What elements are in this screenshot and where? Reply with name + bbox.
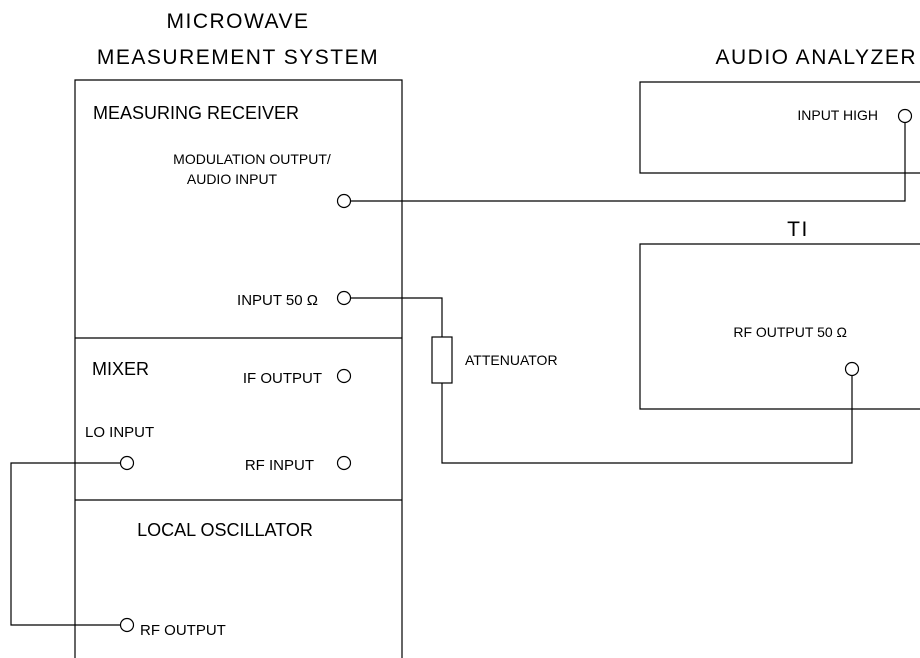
modulation-output-port [336, 193, 352, 209]
rf-input-port [336, 455, 352, 471]
local-oscillator-module: LOCAL OSCILLATOR RF OUTPUT [137, 520, 313, 639]
attenuator: ATTENUATOR [431, 336, 558, 384]
system-title-line1: MICROWAVE [167, 10, 310, 33]
measuring-receiver-label: MEASURING RECEIVER [93, 103, 299, 123]
lo-rf-output-label: RF OUTPUT [140, 622, 226, 639]
system-title-line2: MEASUREMENT SYSTEM [97, 46, 379, 69]
ti-outline [639, 243, 920, 410]
attenuator-body [431, 336, 453, 384]
input-50-port [336, 290, 352, 306]
ports [119, 108, 913, 633]
audio-analyzer-title: AUDIO ANALYZER [716, 46, 918, 69]
audio-analyzer-outline [639, 81, 920, 174]
audio-analyzer-module: INPUT HIGH [639, 81, 920, 174]
rf-input-label: RF INPUT [245, 457, 314, 474]
ti-title: TI [787, 218, 809, 241]
if-output-port [336, 368, 352, 384]
attenuator-label: ATTENUATOR [465, 352, 558, 368]
modulation-to-input-high-wire [351, 122, 906, 202]
measurement-system-rack [74, 79, 403, 658]
input-high-port [897, 108, 913, 124]
ti-rf-output-port [844, 361, 860, 377]
input50-to-attenuator-wire [351, 297, 443, 337]
measuring-receiver-module: MEASURING RECEIVER MODULATION OUTPUT/ AU… [93, 103, 331, 309]
modulation-output-label-line1: MODULATION OUTPUT/ [173, 151, 331, 167]
mixer-module: MIXER IF OUTPUT LO INPUT RF INPUT [85, 359, 322, 474]
input-50-label: INPUT 50 Ω [237, 292, 318, 309]
lo-input-label: LO INPUT [85, 424, 154, 441]
input-high-label: INPUT HIGH [797, 107, 878, 123]
attenuator-to-ti-wire [441, 375, 853, 464]
if-output-label: IF OUTPUT [243, 370, 322, 387]
connections [10, 122, 906, 626]
lo-rf-output-port [119, 617, 135, 633]
ti-module: RF OUTPUT 50 Ω [639, 243, 920, 410]
mixer-label: MIXER [92, 359, 149, 379]
ti-rf-output-label: RF OUTPUT 50 Ω [733, 324, 847, 340]
local-oscillator-label: LOCAL OSCILLATOR [137, 520, 313, 540]
lo-input-port [119, 455, 135, 471]
rack-outline [74, 79, 403, 658]
modulation-output-label-line2: AUDIO INPUT [187, 171, 278, 187]
lo-loop-wire [10, 462, 120, 626]
